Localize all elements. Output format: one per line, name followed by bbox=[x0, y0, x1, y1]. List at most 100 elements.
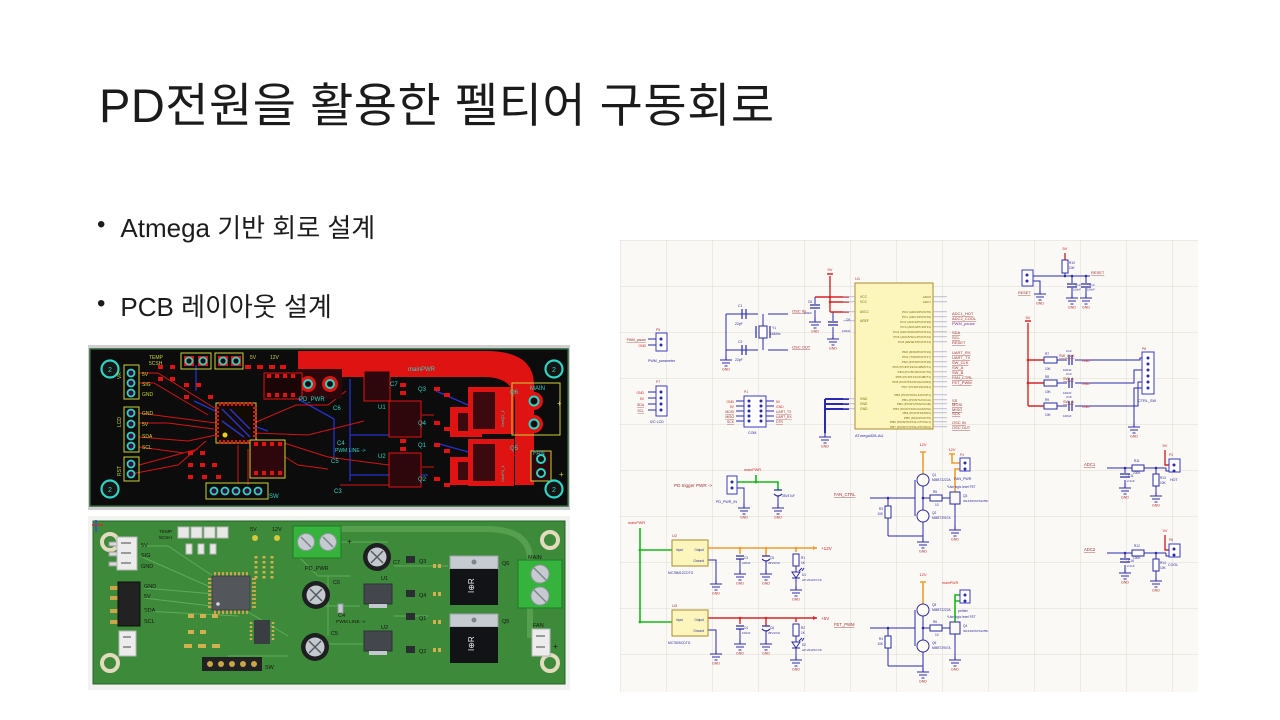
label: SCL bbox=[144, 619, 155, 625]
label: D1 bbox=[802, 573, 806, 577]
bullet-item-1: • Atmega 기반 회로 설계 bbox=[97, 208, 375, 245]
label: GND bbox=[1121, 581, 1129, 585]
label: 100K bbox=[1133, 556, 1141, 560]
label: P7 bbox=[656, 380, 660, 384]
label: 100nF bbox=[1063, 391, 1072, 395]
bullet-item-2: • PCB 레이아웃 설계 bbox=[97, 287, 375, 324]
label: GND bbox=[1152, 589, 1160, 593]
label: GND bbox=[638, 344, 646, 348]
label: GND bbox=[736, 582, 744, 586]
label: 5V bbox=[1026, 315, 1031, 320]
label: C5 bbox=[770, 556, 774, 560]
label: GND bbox=[811, 330, 819, 334]
label: PB1 (PCINT1/OC1A) bbox=[902, 398, 931, 402]
label: 5V bbox=[250, 527, 257, 533]
bullet-list: • Atmega 기반 회로 설계 • PCB 레이아웃 설계 bbox=[97, 208, 375, 366]
bullet-marker: • bbox=[97, 211, 106, 238]
label: AP-2012SYCK bbox=[802, 578, 822, 582]
label: 10K bbox=[1160, 566, 1167, 570]
label: OSC OUT bbox=[952, 425, 971, 430]
label: 100nF bbox=[1063, 414, 1072, 418]
label: IRL540NSTRLPBF bbox=[963, 629, 989, 633]
led-5v bbox=[252, 535, 258, 541]
label: + bbox=[559, 470, 564, 479]
label: CTRL_SW bbox=[1138, 399, 1157, 403]
transistor-symbols bbox=[916, 473, 961, 653]
label: 2.2nF bbox=[1127, 564, 1135, 568]
label: C3 bbox=[334, 489, 342, 495]
label: GND bbox=[762, 582, 770, 586]
label: PD trigger PWR -> bbox=[674, 483, 712, 488]
label: GND bbox=[142, 392, 154, 398]
label: GND bbox=[792, 598, 800, 602]
label: Q5 bbox=[932, 603, 936, 607]
label: PD1 (TXD/PCINT17) bbox=[902, 355, 931, 359]
label: Q4 bbox=[419, 593, 426, 599]
label: GND bbox=[1082, 306, 1090, 310]
label: 5V bbox=[1163, 528, 1168, 533]
label: FET_PWM bbox=[952, 380, 972, 385]
label: FET_PWM bbox=[834, 622, 855, 627]
label: R5 bbox=[933, 490, 937, 494]
label: U1 bbox=[381, 576, 388, 582]
label: C6 bbox=[333, 580, 340, 586]
label: PD7 (PCINT23/AIN1) bbox=[902, 385, 931, 389]
pad-field bbox=[254, 556, 274, 580]
label: GND bbox=[1152, 504, 1160, 508]
label: MC78M12CDTG bbox=[668, 571, 694, 575]
led-12v bbox=[274, 535, 280, 541]
label: 12V bbox=[919, 572, 926, 577]
label: GND bbox=[919, 550, 927, 554]
label: + bbox=[347, 537, 352, 546]
label: LCD bbox=[117, 417, 123, 427]
label: R11 bbox=[1134, 459, 1140, 463]
soic-chip bbox=[254, 620, 270, 644]
label: GND bbox=[762, 652, 770, 656]
label: ADC1 bbox=[1084, 462, 1096, 467]
label: GND bbox=[1082, 382, 1090, 386]
label: Q1 bbox=[419, 616, 426, 622]
label: R3 bbox=[879, 507, 883, 511]
label: 2 bbox=[108, 367, 112, 374]
label: + bbox=[553, 642, 558, 651]
label: 2.2nF bbox=[1127, 479, 1135, 483]
label: SIG bbox=[142, 382, 151, 388]
label: RESET bbox=[1091, 270, 1105, 275]
label: R9 bbox=[1045, 398, 1049, 402]
label: C8 bbox=[808, 300, 812, 304]
label: GND bbox=[141, 564, 153, 570]
label: Q5 bbox=[502, 619, 509, 625]
label: SCL bbox=[142, 445, 152, 451]
label: Q3 bbox=[419, 559, 426, 565]
label: GND bbox=[144, 584, 156, 590]
label: P3 bbox=[1169, 453, 1173, 457]
wires-5v bbox=[708, 253, 1169, 626]
label: MMBT2222A bbox=[932, 608, 951, 612]
label: PB3 (PCINT3/OC2A/MOSI) bbox=[893, 407, 931, 411]
label: FAN_CTRL bbox=[834, 492, 856, 497]
label: 100nF bbox=[742, 561, 751, 565]
label: U2 bbox=[672, 533, 678, 538]
main-connector bbox=[511, 382, 561, 436]
label: PC0 (ADC0/PCINT8) bbox=[902, 310, 931, 314]
label: 2 bbox=[552, 367, 556, 374]
label: Q2 bbox=[932, 511, 936, 515]
ic-pin-stubs bbox=[843, 296, 947, 428]
label: GND bbox=[712, 662, 720, 666]
label: PC1 (ADC1/PCINT9) bbox=[902, 315, 931, 319]
label: C5 bbox=[331, 459, 339, 465]
label: Q6 bbox=[510, 390, 519, 396]
label: FAN_PWR bbox=[954, 477, 972, 481]
label: 10K bbox=[877, 512, 884, 516]
fan-connector bbox=[531, 628, 551, 657]
label: Input bbox=[676, 618, 683, 622]
label: VR bbox=[117, 372, 123, 379]
label: PD4 (PCINT20/XCK/T0) bbox=[898, 370, 931, 374]
label: GND bbox=[736, 652, 744, 656]
label: OSC IN bbox=[952, 420, 966, 425]
led-symbols bbox=[791, 567, 805, 649]
label: MMBT2907A bbox=[932, 646, 951, 650]
